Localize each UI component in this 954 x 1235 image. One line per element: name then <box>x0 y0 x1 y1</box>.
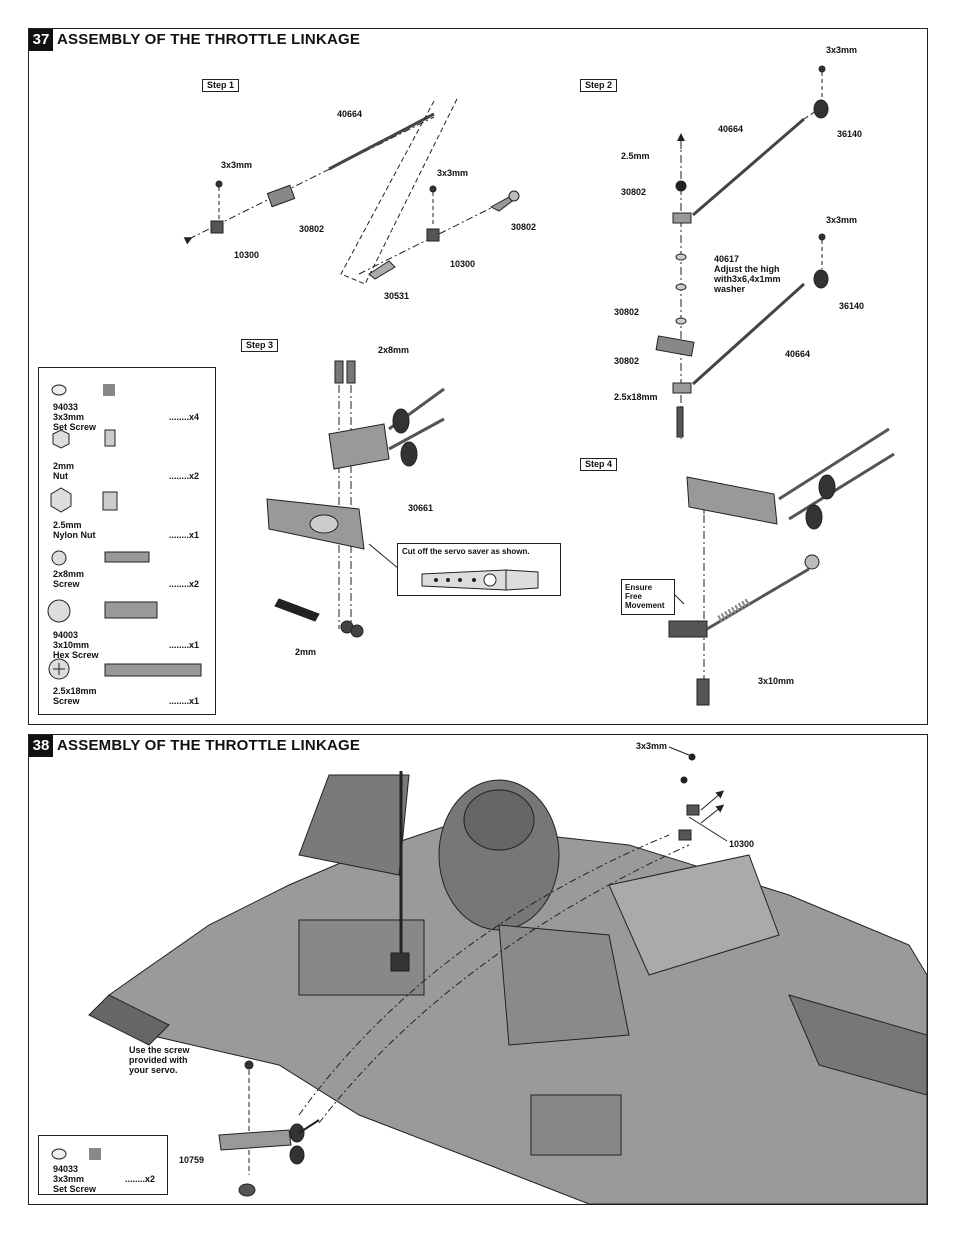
legend-item-qty: ........x2 <box>169 579 200 589</box>
step2-diagram <box>655 65 829 439</box>
step-38-illustration <box>88 746 927 1204</box>
part-label: 40617 <box>714 254 740 264</box>
part-label: 30531 <box>384 291 410 301</box>
step-37-illustration <box>183 65 895 706</box>
parts-legend: 94033 3x3mm Set Screw ........x2 <box>38 1135 168 1195</box>
screw-25x18-icon <box>48 658 202 680</box>
part-label: 10300 <box>450 259 476 269</box>
note-text: washer <box>714 284 746 294</box>
step1-label: Step 1 <box>202 79 240 92</box>
note-text: with3x6,4x1mm <box>714 274 781 284</box>
servo-saver-icon <box>421 569 539 591</box>
part-label: 36140 <box>839 301 865 311</box>
part-label: 36140 <box>837 129 863 139</box>
set-screw-icon <box>51 1148 101 1160</box>
part-label: 10300 <box>234 250 260 260</box>
part-label: 3x3mm <box>826 45 858 55</box>
part-label: 2.5mm <box>621 151 650 161</box>
legend-item-label: 2mm <box>53 461 75 471</box>
legend-item-label: Screw <box>53 579 80 589</box>
step2-label: Step 2 <box>580 79 618 92</box>
legend-item-label: Screw <box>53 696 80 706</box>
servo-arm-assembly <box>218 1060 320 1197</box>
ensure-note-box: Ensure Free Movement <box>621 579 675 615</box>
ensure-note-line: Free <box>625 592 642 601</box>
legend-item-label: 3x10mm <box>53 640 90 650</box>
legend-item-label: Hex Screw <box>53 650 99 660</box>
parts-legend: 94033 3x3mm Set Screw ........x4 2mm Nut… <box>38 367 216 715</box>
legend-item-label: 2.5x18mm <box>53 686 97 696</box>
legend-item-qty: ........x2 <box>125 1174 156 1184</box>
legend-item-qty: ........x4 <box>169 412 200 422</box>
legend-item-qty: ........x1 <box>169 696 200 706</box>
hex-screw-icon <box>47 599 158 623</box>
step4-diagram <box>668 427 895 706</box>
step1-diagram <box>183 98 520 285</box>
legend-item-label: Set Screw <box>53 1184 97 1194</box>
part-label: 40664 <box>718 124 744 134</box>
part-label: 30661 <box>408 503 434 513</box>
screw-2x8-icon <box>51 550 150 566</box>
part-label: 2x8mm <box>378 345 410 355</box>
ensure-note-line: Movement <box>625 601 665 610</box>
note-text: Use the screw <box>129 1045 190 1055</box>
step-38-panel: 38 ASSEMBLY OF THE THROTTLE LINKAGE <box>28 734 928 1205</box>
legend-item-label: Nylon Nut <box>53 530 96 540</box>
buggy-chassis <box>88 771 927 1204</box>
part-label: 30802 <box>511 222 537 232</box>
set-screw-parts <box>668 746 728 842</box>
part-label: 3x3mm <box>636 741 668 751</box>
step3-diagram <box>266 360 445 638</box>
legend-item-label: 94033 <box>53 402 79 412</box>
nylon-nut-icon <box>50 487 118 513</box>
nut-icon <box>52 429 116 449</box>
page-title: ASSEMBLY OF THE THROTTLE LINKAGE <box>57 737 361 754</box>
legend-item-label: 94033 <box>53 1164 79 1174</box>
note-text: Adjust the high <box>714 264 780 274</box>
page-title: ASSEMBLY OF THE THROTTLE LINKAGE <box>57 31 361 48</box>
part-label: 30802 <box>299 224 325 234</box>
part-label: 3x3mm <box>437 168 469 178</box>
legend-item-qty: ........x1 <box>169 530 200 540</box>
step3-label: Step 3 <box>241 339 279 352</box>
note-text: your servo. <box>129 1065 178 1075</box>
set-screw-icon <box>51 384 115 396</box>
step-number: 38 <box>29 735 53 757</box>
legend-item-qty: ........x1 <box>169 640 200 650</box>
part-label: 40664 <box>785 349 811 359</box>
legend-item-label: 2.5mm <box>53 520 82 530</box>
step-37-panel: 37 ASSEMBLY OF THE THROTTLE LINKAGE <box>28 28 928 725</box>
step-number: 37 <box>29 29 53 51</box>
ensure-note-line: Ensure <box>625 583 653 592</box>
part-label: 3x3mm <box>826 215 858 225</box>
part-label: 40664 <box>337 109 363 119</box>
part-label: 30802 <box>614 307 640 317</box>
part-label: 10300 <box>729 839 755 849</box>
legend-item-qty: ........x2 <box>169 471 200 481</box>
legend-item-label: 3x3mm <box>53 1174 85 1184</box>
legend-icons <box>47 384 202 680</box>
legend-item-label: 2x8mm <box>53 569 85 579</box>
cut-note-text: Cut off the servo saver as shown. <box>402 547 530 556</box>
legend-item-label: 3x3mm <box>53 412 85 422</box>
cut-note-box: Cut off the servo saver as shown. <box>397 543 561 596</box>
note-text: provided with <box>129 1055 188 1065</box>
legend-item-label: 94003 <box>53 630 79 640</box>
legend-item-label: Set Screw <box>53 422 97 432</box>
legend-item-label: Nut <box>53 471 68 481</box>
step4-label: Step 4 <box>580 458 618 471</box>
part-label: 30802 <box>621 187 647 197</box>
part-label: 2.5x18mm <box>614 392 658 402</box>
part-label: 3x3mm <box>221 160 253 170</box>
part-label: 2mm <box>295 647 317 657</box>
part-label: 3x10mm <box>758 676 795 686</box>
part-label: 30802 <box>614 356 640 366</box>
part-label: 10759 <box>179 1155 205 1165</box>
